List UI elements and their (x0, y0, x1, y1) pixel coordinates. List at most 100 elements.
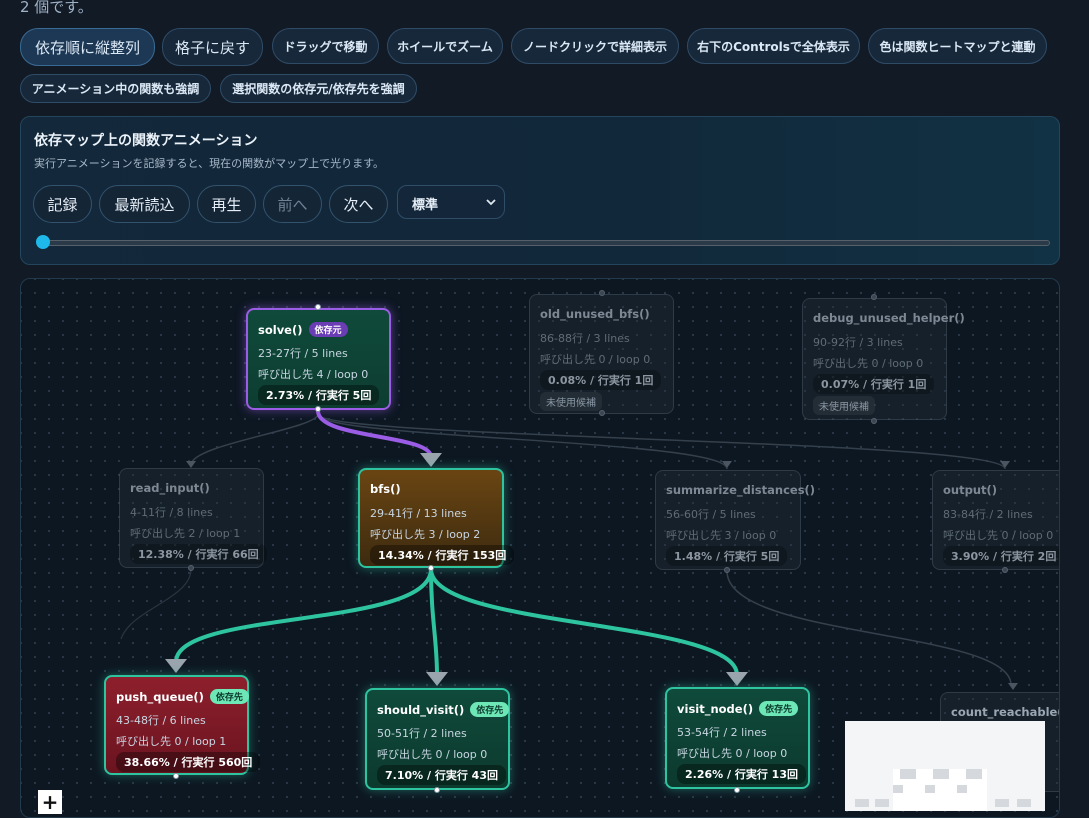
record-button[interactable]: 記録 (33, 185, 92, 223)
node-calls: 呼び出し先 3 / loop 0 (666, 529, 777, 542)
minimap-node (855, 799, 869, 807)
speed-select[interactable]: 標準 (397, 185, 505, 219)
node-debug-unused-helper[interactable]: debug_unused_helper() 90-92行 / 3 lines 呼… (802, 298, 965, 420)
unused-tag: 未使用候補 (813, 396, 875, 415)
node-lines: 56-60行 / 5 lines (666, 508, 756, 521)
arrow-head (426, 672, 448, 686)
hint-selected-highlight: 選択関数の依存元/依存先を強調 (220, 74, 417, 103)
node-stat: 1.48% / 行実行 5回 (666, 546, 788, 566)
node-lines: 90-92行 / 3 lines (813, 336, 903, 349)
dependency-map[interactable]: solve()依存元 23-27行 / 5 lines 呼び出し先 4 / lo… (20, 278, 1060, 818)
node-stat: 0.08% / 行実行 1回 (540, 370, 662, 390)
callee-badge: 依存先 (209, 689, 249, 704)
unused-tag: 未使用候補 (540, 392, 602, 411)
node-stat: 12.38% / 行実行 66回 (130, 544, 267, 564)
node-lines: 86-88行 / 3 lines (540, 332, 630, 345)
node-name: bfs() (370, 482, 401, 496)
minimap-node (900, 769, 916, 779)
arrange-by-dependency-button[interactable]: 依存順に縦整列 (20, 28, 155, 66)
arrow-head (1008, 683, 1018, 690)
node-port (871, 294, 877, 300)
edge-bfs-push-queue (174, 568, 433, 663)
node-calls: 呼び出し先 2 / loop 1 (130, 527, 241, 540)
node-calls: 呼び出し先 0 / loop 0 (943, 529, 1054, 542)
zoom-in-button[interactable]: + (38, 790, 62, 814)
node-stat: 3.90% / 行実行 2回 (943, 546, 1059, 566)
callee-badge: 依存先 (759, 701, 799, 716)
node-stat: 38.66% / 行実行 560回 (116, 752, 261, 772)
next-button[interactable]: 次へ (329, 185, 388, 223)
node-port (734, 787, 740, 793)
node-lines: 53-54行 / 2 lines (677, 726, 767, 739)
node-lines: 4-11行 / 8 lines (130, 506, 213, 519)
node-summarize-distances[interactable]: summarize_distances() 56-60行 / 5 lines 呼… (655, 470, 815, 570)
node-stat: 2.26% / 行実行 13回 (677, 764, 806, 784)
node-lines: 83-84行 / 2 lines (943, 508, 1033, 521)
hint-animation-highlight: アニメーション中の関数も強調 (20, 74, 211, 103)
node-should-visit[interactable]: should_visit()依存先 50-51行 / 2 lines 呼び出し先… (365, 688, 510, 790)
node-port (173, 773, 179, 779)
arrow-head (722, 461, 732, 468)
edge-solve-summarize (317, 413, 728, 470)
node-name: debug_unused_helper() (813, 311, 965, 325)
arrow-head (186, 461, 196, 468)
hint-node-click: ノードクリックで詳細表示 (511, 28, 679, 64)
minimap-node (995, 799, 1009, 807)
play-button[interactable]: 再生 (197, 185, 256, 223)
node-calls: 呼び出し先 0 / loop 0 (813, 357, 924, 370)
node-name: count_reachable() (951, 705, 1060, 719)
arrow-head (165, 659, 187, 673)
node-name: push_queue() (116, 690, 204, 704)
node-lines: 43-48行 / 6 lines (116, 714, 206, 727)
node-port (599, 410, 605, 416)
node-read-input[interactable]: read_input() 4-11行 / 8 lines 呼び出し先 2 / l… (119, 468, 267, 568)
node-bfs[interactable]: bfs() 29-41行 / 13 lines 呼び出し先 3 / loop 2… (358, 468, 515, 568)
node-name: summarize_distances() (666, 483, 816, 497)
edges-layer (120, 410, 1012, 686)
node-port (434, 787, 440, 793)
node-calls: 呼び出し先 0 / loop 0 (540, 353, 651, 366)
load-latest-button[interactable]: 最新読込 (99, 185, 190, 223)
node-name: read_input() (130, 481, 210, 495)
node-visit-node[interactable]: visit_node()依存先 53-54行 / 2 lines 呼び出し先 0… (665, 687, 810, 789)
speed-select-value: 標準 (412, 198, 439, 213)
edge-bfs-visit-node (429, 568, 739, 676)
minimap-node (1017, 799, 1031, 807)
edge-bfs-should-visit (429, 568, 439, 676)
animation-panel-title: 依存マップ上の関数アニメーション (34, 133, 258, 149)
arrow-head (1000, 461, 1010, 468)
node-calls: 呼び出し先 0 / loop 1 (116, 735, 227, 748)
node-port (599, 290, 605, 296)
node-calls: 呼び出し先 0 / loop 0 (677, 747, 788, 760)
node-stat: 0.07% / 行実行 1回 (813, 374, 935, 394)
minimap-node (933, 769, 949, 779)
node-solve[interactable]: solve()依存元 23-27行 / 5 lines 呼び出し先 4 / lo… (246, 308, 391, 410)
hint-heatmap-color: 色は関数ヒートマップと連動 (868, 28, 1047, 64)
minimap-node (957, 785, 967, 793)
node-output[interactable]: output() 83-84行 / 2 lines 呼び出し先 0 / loop… (932, 470, 1059, 570)
node-port (428, 565, 434, 571)
minimap-node (925, 785, 935, 793)
node-port (871, 418, 877, 424)
node-name: solve() (258, 323, 303, 337)
node-push-queue[interactable]: push_queue() 依存先 43-48行 / 6 lines 呼び出し先 0… (104, 675, 261, 775)
node-old-unused-bfs[interactable]: old_unused_bfs() 86-88行 / 3 lines 呼び出し先 … (529, 294, 674, 414)
timeline-slider-thumb[interactable] (36, 235, 50, 249)
node-port (315, 304, 321, 310)
timeline-slider-track[interactable] (42, 240, 1050, 246)
node-name: should_visit() (377, 703, 465, 717)
reset-grid-button[interactable]: 格子に戻す (162, 28, 263, 66)
minimap[interactable] (845, 721, 1045, 811)
callee-badge: 依存先 (470, 702, 510, 717)
edge-summarize-count (726, 570, 1012, 686)
animation-panel-subtitle: 実行アニメーションを記録すると、現在の関数がマップ上で光ります。 (34, 157, 385, 170)
node-port (315, 406, 321, 412)
prev-button[interactable]: 前へ (263, 185, 322, 223)
edge-solve-read-input (190, 413, 319, 466)
chevron-down-icon (486, 199, 496, 206)
hint-zoom: ホイールでズーム (387, 28, 503, 64)
node-stat: 14.34% / 行実行 153回 (370, 545, 515, 565)
node-name: output() (943, 483, 998, 497)
node-stat: 2.73% / 行実行 5回 (258, 385, 380, 405)
node-calls: 呼び出し先 3 / loop 2 (370, 528, 481, 541)
